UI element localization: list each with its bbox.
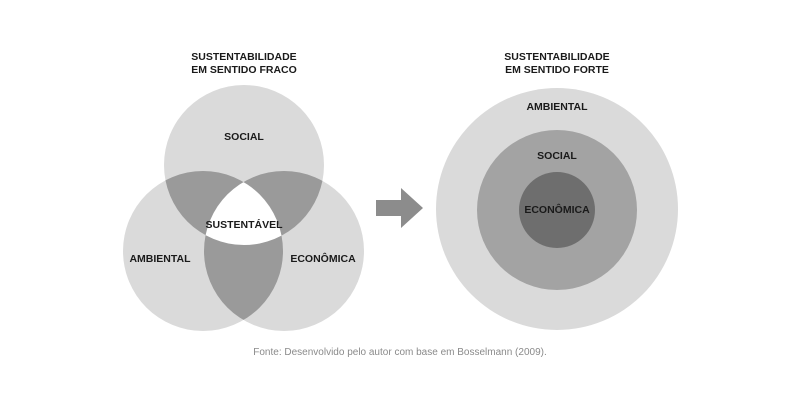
weak-title-line1: SUSTENTABILIDADE [191,51,296,63]
label-social: SOCIAL [224,131,264,143]
venn-center-sustentavel [204,171,283,245]
nested-label-social: SOCIAL [537,150,577,162]
label-economica: ECONÔMICA [290,252,356,265]
nested-circle-economica [519,172,595,248]
strong-title-line1: SUSTENTABILIDADE [504,51,609,63]
strong-title-line2: EM SENTIDO FORTE [505,64,609,76]
weak-sustainability-group: SUSTENTABILIDADE EM SENTIDO FRACO SOCIAL… [123,51,364,331]
source-caption: Fonte: Desenvolvido pelo autor com base … [253,347,547,358]
nested-label-ambiental: AMBIENTAL [526,101,588,113]
label-sustentavel: SUSTENTÁVEL [205,218,283,231]
nested-label-economica: ECONÔMICA [524,203,590,216]
weak-title-line2: EM SENTIDO FRACO [191,64,297,76]
strong-sustainability-group: SUSTENTABILIDADE EM SENTIDO FORTE AMBIEN… [436,51,678,330]
arrow-right-icon [376,188,423,228]
label-ambiental: AMBIENTAL [129,253,191,265]
